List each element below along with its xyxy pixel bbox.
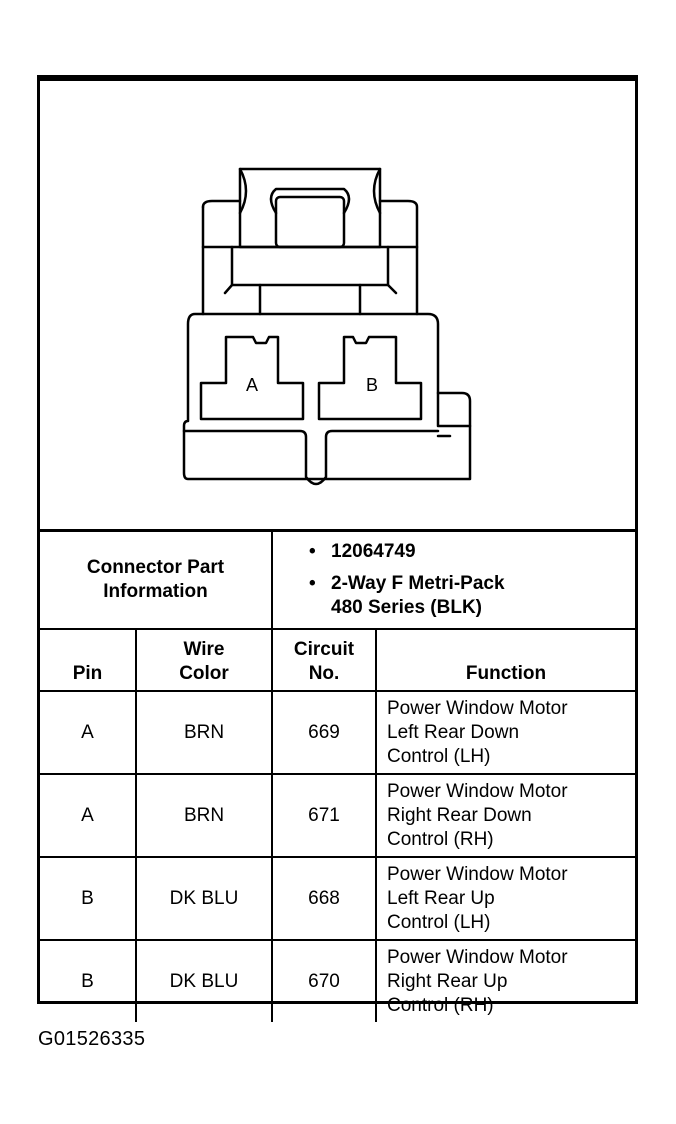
connector-info-label: Connector Part Information: [40, 529, 273, 630]
circuit-cell: 670: [271, 939, 377, 1022]
function-cell: Power Window Motor Right Rear Down Contr…: [374, 773, 636, 858]
pin-cell: A: [40, 690, 137, 775]
connector-info-row: Connector Part Information 12064749 2-Wa…: [40, 529, 636, 630]
connector-body: [182, 312, 472, 481]
table-row: B DK BLU 668 Power Window Motor Left Rea…: [40, 856, 636, 941]
latch-block: [238, 167, 382, 249]
lock-band: [230, 245, 390, 287]
function-cell: Power Window Motor Left Rear Up Control …: [374, 856, 636, 941]
wire-color-cell: BRN: [135, 773, 273, 858]
part-number: 12064749: [309, 540, 635, 564]
function-cell: Power Window Motor Left Rear Down Contro…: [374, 690, 636, 775]
header-function: Function: [374, 628, 636, 692]
connector-face-view: A B: [40, 81, 635, 529]
connector-info-values: 12064749 2-Way F Metri-Pack 480 Series (…: [270, 529, 636, 630]
cavity-b: [317, 335, 423, 421]
latch-tab: [274, 195, 346, 249]
table-row: A BRN 669 Power Window Motor Left Rear D…: [40, 690, 636, 775]
pin-cell: A: [40, 773, 137, 858]
connector-pinout-table: Connector Part Information 12064749 2-Wa…: [40, 529, 636, 1022]
header-circuit-no: Circuit No.: [271, 628, 377, 692]
pin-cell: B: [40, 856, 137, 941]
circuit-cell: 671: [271, 773, 377, 858]
connector-shell: [201, 199, 419, 316]
connector-info-label-line1: Connector Part: [86, 557, 225, 578]
connector-drawing: A B: [182, 167, 472, 486]
header-wire-color: Wire Color: [135, 628, 273, 692]
header-row: Pin Wire Color Circuit No. Function: [40, 628, 636, 692]
pin-cell: B: [40, 939, 137, 1022]
circuit-cell: 669: [271, 690, 377, 775]
connector-info-label-line2: Information: [103, 581, 208, 602]
function-cell: Power Window Motor Right Rear Up Control…: [374, 939, 636, 1022]
cavity-a: [199, 335, 305, 421]
wire-color-cell: DK BLU: [135, 939, 273, 1022]
connector-description: 2-Way F Metri-Pack 480 Series (BLK): [309, 572, 635, 620]
figure-id: G01526335: [38, 1028, 146, 1050]
cavity-b-label: B: [366, 375, 378, 395]
connector-diagram-frame: A B Connector Part Information 12064749 …: [37, 75, 638, 1022]
wire-color-cell: BRN: [135, 690, 273, 775]
wire-color-cell: DK BLU: [135, 856, 273, 941]
table-row: A BRN 671 Power Window Motor Right Rear …: [40, 773, 636, 858]
circuit-cell: 668: [271, 856, 377, 941]
table-row: B DK BLU 670 Power Window Motor Right Re…: [40, 939, 636, 1022]
cavity-a-label: A: [246, 375, 258, 395]
header-pin: Pin: [40, 628, 137, 692]
